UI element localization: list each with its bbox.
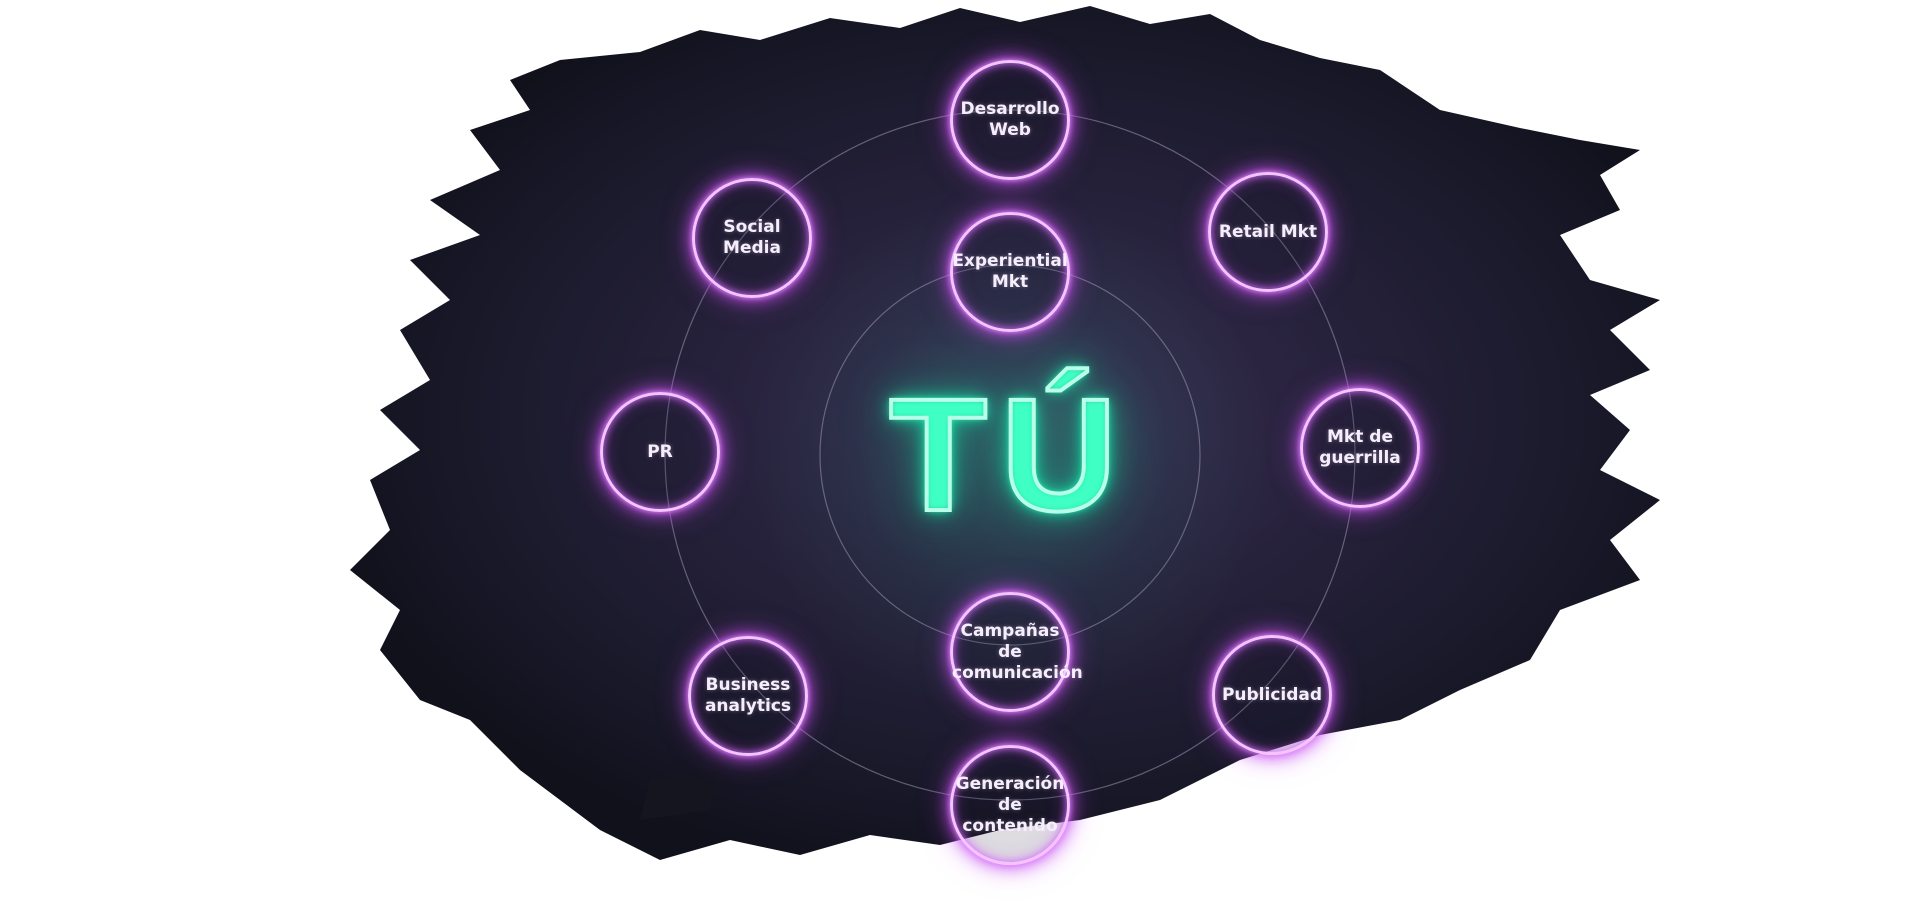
node-label: Desarrollo Web — [960, 99, 1060, 140]
center-label-tu: TÚ — [887, 365, 1131, 544]
center-glow-shape — [750, 195, 1270, 715]
node-label: Experiential Mkt — [952, 251, 1068, 292]
node-label: Social Media — [723, 217, 781, 258]
node-retail-mkt[interactable]: Retail Mkt — [1208, 172, 1328, 292]
node-business-analytics[interactable]: Business analytics — [688, 636, 808, 756]
node-publicidad[interactable]: Publicidad — [1212, 635, 1332, 755]
node-label: Campañas de comunicación — [952, 620, 1083, 683]
node-label: Publicidad — [1221, 684, 1323, 705]
node-label: Business analytics — [704, 675, 792, 716]
node-mkt-de-guerrilla[interactable]: Mkt de guerrilla — [1300, 388, 1420, 508]
node-label: Retail Mkt — [1218, 221, 1318, 242]
node-experiential-mkt[interactable]: Experiential Mkt — [950, 212, 1070, 332]
node-campanas-de-comunicacion[interactable]: Campañas de comunicación — [950, 592, 1083, 712]
node-desarrollo-web[interactable]: Desarrollo Web — [950, 60, 1070, 180]
node-label: Mkt de guerrilla — [1319, 427, 1401, 468]
node-label: Generación de contenido — [955, 773, 1065, 836]
node-social-media[interactable]: Social Media — [692, 178, 812, 298]
ink-fleck-shape — [640, 770, 720, 820]
node-pr[interactable]: PR — [600, 392, 720, 512]
node-label: PR — [647, 441, 673, 462]
node-generacion-de-contenido[interactable]: Generación de contenido — [950, 745, 1070, 865]
